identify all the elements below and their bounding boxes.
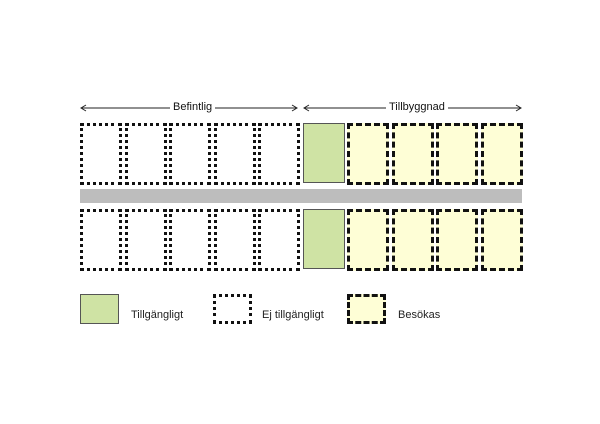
room-box-visited — [480, 209, 523, 271]
room-box-visited — [347, 123, 389, 185]
room-box-unavailable — [80, 209, 122, 271]
legend-available-swatch — [80, 294, 119, 324]
room-box-visited — [480, 123, 523, 185]
room-box-visited — [391, 123, 434, 185]
legend-available-label: Tillgängligt — [131, 309, 184, 321]
existing-section-label: Befintlig — [170, 101, 216, 113]
room-box-unavailable — [258, 123, 300, 185]
legend-visited-swatch — [347, 294, 386, 324]
corridor-bar — [80, 189, 522, 203]
room-box-unavailable — [213, 209, 256, 271]
legend-unavailable-label: Ej tillgängligt — [262, 309, 324, 321]
legend-visited-label: Besökas — [398, 309, 441, 321]
legend-unavailable-swatch — [213, 294, 252, 324]
room-box-visited — [436, 209, 478, 271]
room-box-unavailable — [80, 123, 122, 185]
room-box-unavailable — [124, 209, 167, 271]
room-box-unavailable — [124, 123, 167, 185]
room-box-available — [302, 209, 345, 269]
room-box-visited — [436, 123, 478, 185]
room-box-available — [302, 123, 345, 183]
room-box-unavailable — [213, 123, 256, 185]
room-box-unavailable — [169, 209, 211, 271]
room-box-unavailable — [169, 123, 211, 185]
extension-section-label: Tillbyggnad — [386, 101, 448, 113]
room-box-unavailable — [258, 209, 300, 271]
room-box-visited — [391, 209, 434, 271]
room-box-visited — [347, 209, 389, 271]
